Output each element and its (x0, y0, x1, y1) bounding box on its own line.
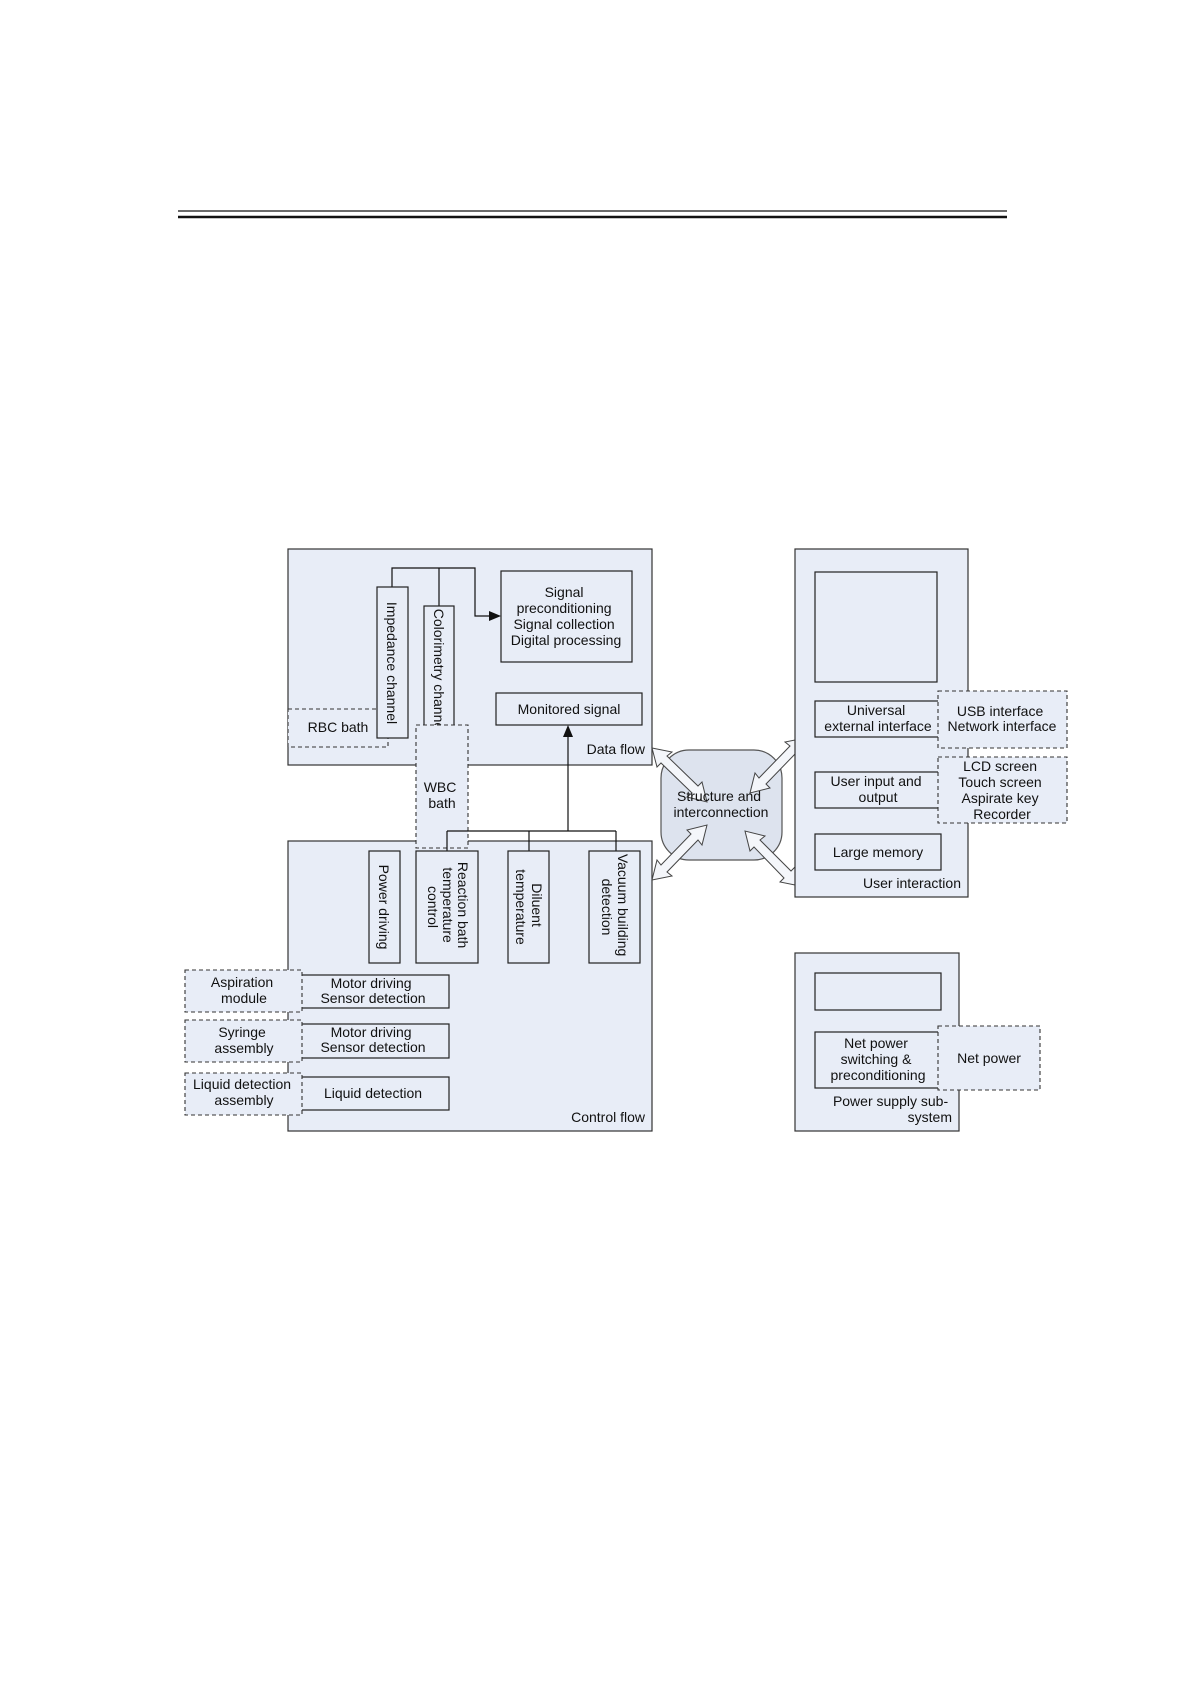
net-power-box (937, 1025, 1041, 1091)
monitored-signal-box (495, 692, 643, 726)
lcd-group-box (937, 756, 1068, 824)
net-power-switching-box (814, 1031, 942, 1089)
hub-arrow-bottom-right (744, 830, 801, 887)
net-power-switching-text: Net power switching & preconditioning (831, 1035, 926, 1083)
wbc-bath-text: WBC bath (424, 779, 461, 811)
impedance-channel-box (376, 586, 409, 739)
hub-text: Structure and interconnection (674, 788, 769, 820)
vacuum-building-box (588, 850, 641, 964)
data-flow-label: Data flow (587, 741, 646, 757)
aspiration-module-box (184, 969, 303, 1013)
power-driving-box (368, 850, 401, 964)
reaction-bath-box (415, 850, 479, 964)
reaction-bath-text: Reaction bath temperature control (425, 862, 471, 952)
large-memory-box (814, 833, 942, 871)
universal-interface-text: Universal external interface (824, 702, 932, 734)
lcd-group-text: LCD screen Touch screen Aspirate key Rec… (958, 758, 1045, 822)
user-io-text: User input and output (831, 773, 926, 805)
colorimetry-channel-box (423, 605, 455, 738)
rbc-bath-label: RBC bath (308, 719, 369, 735)
diluent-temperature-box (507, 850, 550, 964)
aspiration-module-text: Aspiration module (211, 974, 277, 1006)
power-supply-label: Power supply sub- system (833, 1093, 952, 1125)
power-blank-box (814, 972, 942, 1011)
power-driving-label: Power driving (376, 865, 392, 950)
diluent-temperature-text: Diluent temperature (513, 869, 545, 945)
signal-processing-text: Signal preconditioning Signal collection… (511, 584, 622, 648)
wbc-bath-box (415, 724, 469, 849)
usb-network-text: USB interface Network interface (948, 703, 1057, 734)
display-screen-box (814, 571, 938, 683)
syringe-assembly-box (184, 1019, 303, 1063)
control-flow-label: Control flow (571, 1109, 646, 1125)
liquid-detection-label: Liquid detection (324, 1085, 422, 1101)
user-interaction-label: User interaction (863, 875, 961, 891)
signal-processing-box (500, 570, 633, 663)
net-power-label: Net power (957, 1050, 1021, 1066)
vacuum-building-text: Vacuum building detection (599, 854, 631, 960)
hub-arrow-bottom-left (651, 824, 708, 881)
usb-network-box (937, 690, 1068, 749)
channel-connector-line (391, 567, 490, 617)
motor-sensor-box-1 (296, 974, 450, 1009)
colorimetry-channel-label: Colorimetry channel (431, 609, 447, 734)
large-memory-label: Large memory (833, 844, 923, 860)
motor-sensor-text-1: Motor driving Sensor detection (320, 975, 425, 1006)
signal-arrowhead (489, 611, 501, 621)
syringe-assembly-text: Syringe assembly (214, 1024, 273, 1056)
motor-sensor-text-2: Motor driving Sensor detection (320, 1024, 425, 1055)
monitor-arrowhead (563, 725, 573, 737)
liquid-detection-assembly-text: Liquid detection assembly (193, 1076, 295, 1108)
monitored-signal-label: Monitored signal (518, 701, 621, 717)
rbc-bath-box (287, 708, 389, 748)
liquid-detection-assembly-box (184, 1072, 303, 1116)
impedance-channel-label: Impedance channel (384, 602, 400, 724)
hub-arrow-top-left (651, 747, 708, 803)
universal-interface-box (814, 700, 942, 738)
